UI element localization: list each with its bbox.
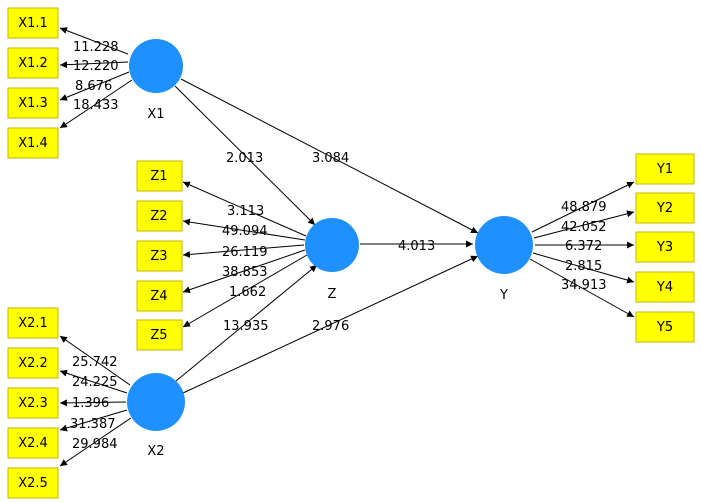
indicator-label: X2.5 — [18, 476, 48, 491]
indicator-label: Y1 — [656, 162, 673, 177]
latent-label: X2 — [147, 444, 164, 459]
indicator-x1.1[interactable]: X1.1 — [7, 7, 59, 39]
latent-z[interactable]: Z — [305, 218, 359, 302]
indicator-label: Y5 — [656, 320, 673, 335]
edge-y-y4 — [532, 252, 635, 284]
loading-x2.4: 31.387 — [70, 417, 116, 432]
latent-x2[interactable]: X2 — [127, 373, 185, 459]
path-coef-x1-z: 2.013 — [226, 151, 263, 166]
loading-z3: 26.119 — [222, 245, 268, 260]
indicator-label: X2.3 — [18, 396, 48, 411]
indicator-x1.4[interactable]: X1.4 — [7, 127, 59, 159]
latent-y[interactable]: Y — [475, 216, 533, 303]
path-x1-y — [180, 78, 479, 234]
indicator-label: X1.1 — [18, 16, 48, 31]
indicator-x1.2[interactable]: X1.2 — [7, 47, 59, 79]
indicator-x2.2[interactable]: X2.2 — [7, 347, 59, 379]
indicator-y5[interactable]: Y5 — [635, 311, 695, 343]
edge-x1-x1.3 — [59, 71, 130, 101]
indicator-y4[interactable]: Y4 — [635, 271, 695, 303]
loading-x1.3: 8.676 — [75, 79, 112, 94]
loading-x2.5: 29.984 — [72, 437, 118, 452]
indicator-y2[interactable]: Y2 — [635, 192, 695, 224]
indicator-label: X1.4 — [18, 136, 48, 151]
indicator-label: X2.1 — [18, 316, 48, 331]
indicator-y3[interactable]: Y3 — [635, 231, 695, 263]
indicator-label: X2.2 — [18, 356, 48, 371]
edge-y-y2 — [533, 210, 635, 239]
indicator-x1.3[interactable]: X1.3 — [7, 87, 59, 119]
indicator-label: Z3 — [150, 249, 167, 264]
path-x2-z — [175, 264, 318, 382]
edge-x2-x2.2 — [59, 369, 128, 394]
indicator-z2[interactable]: Z2 — [136, 200, 183, 232]
path-coef-x2-y: 2.976 — [312, 319, 349, 334]
indicator-label: Y4 — [656, 280, 673, 295]
indicator-x2.3[interactable]: X2.3 — [7, 387, 59, 419]
indicator-label: X1.3 — [18, 96, 48, 111]
latent-x1[interactable]: X1 — [129, 39, 183, 122]
loading-z5: 1.662 — [229, 285, 266, 300]
path-coef-z-y: 4.013 — [398, 239, 435, 254]
latent-label: X1 — [147, 107, 164, 122]
indicator-label: Z5 — [150, 328, 167, 343]
edge-x1-x1.1 — [59, 27, 129, 55]
loading-y3: 6.372 — [565, 239, 602, 254]
edge-y-y1 — [531, 181, 635, 233]
loading-z2: 49.094 — [222, 224, 268, 239]
edge-x2-x2.3 — [59, 399, 127, 407]
indicator-y1[interactable]: Y1 — [635, 153, 695, 185]
indicator-x2.1[interactable]: X2.1 — [7, 307, 59, 339]
edge-z-z2 — [182, 218, 306, 241]
edge-z-z5 — [182, 254, 308, 328]
edge-x1-x1.2 — [59, 61, 129, 69]
loading-x1.1: 11.228 — [73, 40, 119, 55]
indicator-x2.5[interactable]: X2.5 — [7, 467, 59, 499]
edge-z-z4 — [182, 249, 306, 294]
loading-x1.4: 18.433 — [73, 98, 119, 113]
edge-x2-x2.1 — [59, 335, 131, 386]
edge-y-y5 — [529, 258, 635, 318]
indicator-z1[interactable]: Z1 — [136, 160, 183, 192]
path-coef-x2-z: 13.935 — [223, 319, 269, 334]
edge-x2-x2.5 — [59, 417, 132, 467]
loading-y2: 42.052 — [561, 220, 607, 235]
loading-y1: 48.879 — [561, 200, 607, 215]
loading-z4: 38.853 — [222, 265, 268, 280]
indicator-label: Y3 — [656, 240, 673, 255]
loading-x2.1: 25.742 — [72, 355, 118, 370]
path-x2-y — [182, 255, 479, 394]
path-x1-z — [174, 85, 316, 226]
indicator-label: X1.2 — [18, 56, 48, 71]
latent-label: Y — [499, 288, 508, 303]
indicator-label: Y2 — [656, 201, 673, 216]
indicator-label: Z4 — [150, 289, 167, 304]
loading-x2.3: 1.396 — [72, 396, 109, 411]
loading-z1: 3.113 — [227, 204, 264, 219]
loading-x1.2: 12.220 — [73, 59, 119, 74]
edge-x2-x2.4 — [59, 409, 128, 432]
latent-label: Z — [328, 287, 337, 302]
edge-x1-x1.4 — [59, 79, 133, 129]
indicator-x2.4[interactable]: X2.4 — [7, 427, 59, 459]
edge-z-z1 — [182, 181, 307, 237]
path-coef-x1-y: 3.084 — [312, 151, 349, 166]
indicator-z4[interactable]: Z4 — [136, 280, 183, 312]
indicator-label: Z2 — [150, 209, 167, 224]
indicator-label: X2.4 — [18, 436, 48, 451]
indicator-label: Z1 — [150, 169, 167, 184]
edge-z-z3 — [182, 244, 305, 258]
loading-x2.2: 24.225 — [72, 375, 118, 390]
loading-y4: 2.815 — [565, 259, 602, 274]
indicator-z5[interactable]: Z5 — [136, 319, 183, 351]
indicator-z3[interactable]: Z3 — [136, 240, 183, 272]
loading-y5: 34.913 — [561, 278, 607, 293]
